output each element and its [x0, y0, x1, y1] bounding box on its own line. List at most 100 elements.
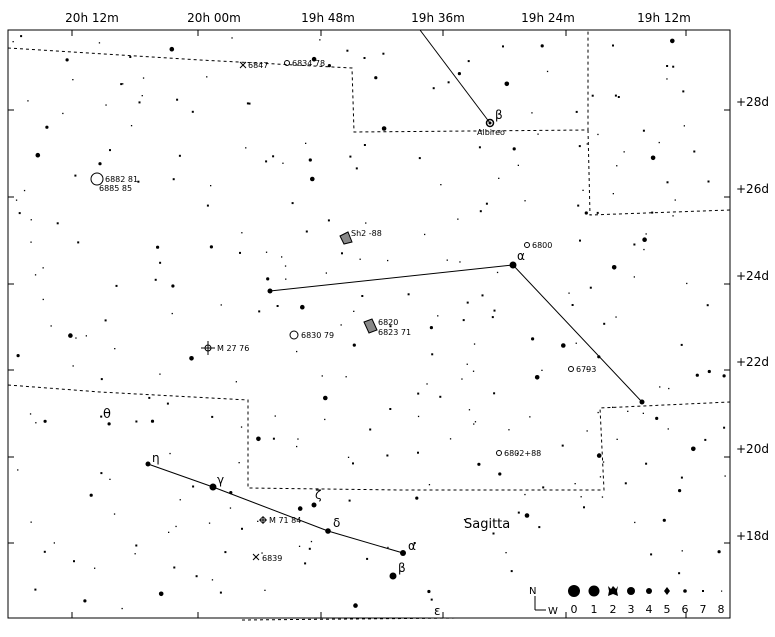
field-star — [667, 428, 669, 430]
mag-5-label: 5 — [664, 603, 671, 616]
magnitude-legend: 0 1 2 3 4 5 6 7 8 — [568, 585, 725, 616]
field-star — [353, 310, 355, 312]
field-star — [678, 489, 682, 493]
field-star — [208, 522, 211, 524]
greek-gamma-sge: γ — [217, 473, 224, 487]
field-star — [296, 350, 298, 353]
field-star — [481, 294, 484, 297]
map-frame — [7, 29, 731, 619]
field-star — [109, 478, 111, 480]
compass: N W — [529, 586, 558, 617]
field-star — [612, 193, 614, 195]
sh2-88-nebula-icon — [339, 231, 353, 245]
field-star — [345, 376, 347, 378]
ngc6800-cluster-icon — [524, 242, 530, 248]
field-star — [546, 70, 549, 73]
mag-3-label: 3 — [628, 603, 635, 616]
field-star — [589, 286, 592, 289]
field-star — [468, 409, 471, 411]
field-star — [348, 499, 351, 502]
field-star — [12, 41, 14, 43]
field-star — [310, 540, 313, 543]
mag-8-dot — [721, 590, 723, 592]
field-star — [73, 560, 75, 563]
field-star — [137, 180, 140, 183]
field-star — [498, 472, 502, 476]
dec-label-5: +20d — [736, 442, 769, 456]
deep-sky-objects — [90, 60, 574, 561]
field-star — [524, 513, 530, 518]
field-star — [601, 496, 604, 498]
field-star — [35, 152, 41, 158]
field-star — [602, 461, 605, 463]
field-star — [542, 486, 545, 489]
field-star — [597, 411, 599, 414]
field-star — [683, 125, 685, 127]
field-star — [30, 521, 32, 523]
field-star — [493, 309, 496, 312]
field-star — [599, 476, 602, 478]
field-star — [192, 485, 195, 488]
field-star — [191, 110, 194, 113]
field-star — [150, 419, 155, 423]
field-star — [284, 265, 287, 267]
star-zeta-sge — [311, 502, 317, 508]
field-star — [614, 94, 617, 97]
field-star — [265, 160, 268, 163]
field-star — [642, 129, 645, 132]
field-star — [612, 406, 614, 408]
field-star — [321, 375, 323, 377]
field-star — [659, 386, 661, 388]
field-star — [264, 589, 266, 591]
field-star — [529, 416, 531, 418]
field-star — [473, 343, 476, 345]
label-ngc6882: 6882 81 — [105, 175, 138, 184]
field-star — [447, 81, 450, 84]
field-star — [27, 100, 29, 102]
mag-2-dot — [608, 586, 618, 596]
field-star — [169, 46, 175, 52]
field-star — [579, 239, 581, 242]
field-star — [510, 570, 513, 573]
field-star — [575, 110, 578, 113]
field-star — [282, 162, 284, 164]
field-star — [272, 155, 275, 158]
field-star — [693, 150, 696, 153]
field-star — [386, 454, 389, 457]
field-star — [246, 102, 249, 105]
greek-delta-sge: δ — [333, 516, 340, 530]
field-star — [597, 133, 599, 136]
mag-7-label: 7 — [700, 603, 707, 616]
field-star — [20, 35, 23, 38]
label-albireo: Albireo — [477, 128, 505, 137]
field-star — [159, 261, 162, 264]
label-ngc6885: 6885 85 — [99, 184, 132, 193]
greek-eta-sge: η — [152, 451, 160, 465]
label-ngc6830: 6830 79 — [301, 331, 334, 340]
field-star — [432, 87, 435, 90]
field-star — [681, 550, 683, 552]
field-star — [231, 37, 233, 39]
field-star — [446, 259, 448, 261]
field-star — [352, 462, 354, 465]
ra-ticks — [8, 30, 730, 618]
field-star — [257, 520, 259, 522]
label-ngc6839: 6839 — [262, 554, 282, 563]
field-star — [42, 267, 44, 269]
field-star — [389, 408, 392, 410]
field-star — [389, 325, 392, 328]
field-star — [537, 133, 539, 135]
field-star — [382, 52, 385, 55]
ngc6820-nebula-icon — [363, 318, 378, 334]
star-endpoint — [639, 399, 645, 405]
field-star — [100, 378, 103, 381]
bright-stars — [145, 118, 645, 580]
dec-label-4: +22d — [736, 355, 769, 369]
field-star — [575, 342, 577, 344]
field-star — [686, 282, 688, 285]
field-star — [424, 233, 426, 236]
field-star — [134, 553, 136, 555]
mag-1-label: 1 — [591, 603, 598, 616]
field-star — [43, 419, 47, 423]
field-star — [261, 552, 263, 554]
